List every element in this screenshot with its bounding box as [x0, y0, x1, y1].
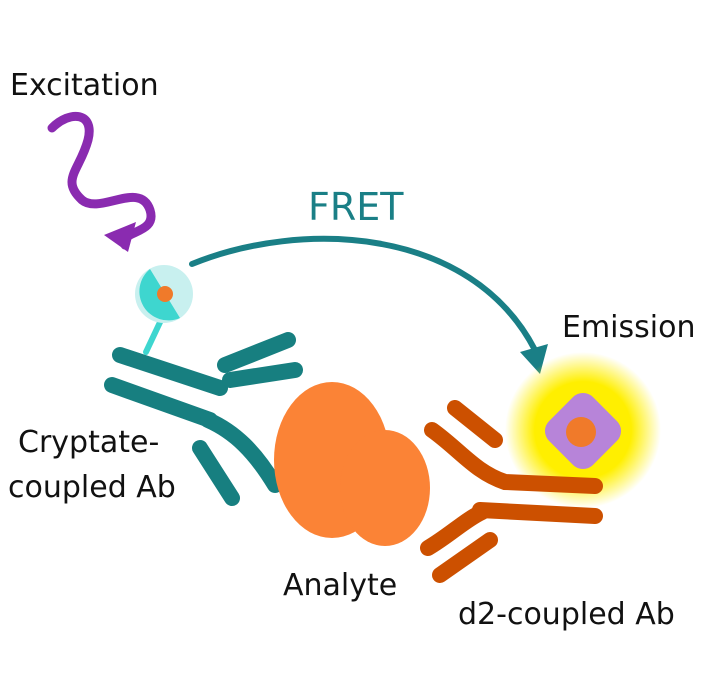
d2-antibody-arm-3 — [472, 502, 603, 524]
cryptate-antibody-fc-1 — [200, 412, 283, 493]
d2-antibody-fc-2 — [432, 532, 498, 583]
d2-antibody — [420, 400, 603, 583]
acceptor-d2 — [544, 392, 622, 470]
acceptor-core — [566, 417, 596, 447]
cryptate-antibody-arm-right — [217, 332, 296, 373]
emission-label: Emission — [562, 310, 695, 345]
d2-antibody-fc-1 — [420, 504, 490, 556]
donor-core — [157, 286, 173, 302]
cryptate-antibody — [104, 332, 303, 506]
excitation-wave-arrow — [47, 111, 156, 252]
cryptate-label-line1: Cryptate- — [18, 425, 159, 460]
cryptate-antibody-fc-2 — [192, 440, 240, 506]
d2-antibody-arm-2 — [424, 422, 603, 494]
fret-label: FRET — [308, 185, 404, 229]
excitation-wave — [47, 111, 156, 250]
fret-arc — [189, 235, 538, 353]
cryptate-label-line2: coupled Ab — [8, 470, 176, 505]
d2-label: d2-coupled Ab — [458, 597, 675, 632]
donor-cryptate — [135, 265, 193, 323]
excitation-arrowhead — [104, 222, 136, 252]
analyte-label: Analyte — [283, 568, 397, 603]
analyte-lobe-right — [340, 430, 430, 546]
d2-antibody-arm-1 — [447, 400, 503, 448]
cryptate-antibody-arm-lower — [104, 377, 218, 428]
cryptate-antibody-hinge — [222, 362, 303, 388]
cryptate-antibody-arm-left — [112, 347, 228, 396]
analyte-shape — [274, 382, 430, 546]
donor-linker — [143, 315, 165, 355]
excitation-label: Excitation — [10, 68, 159, 103]
